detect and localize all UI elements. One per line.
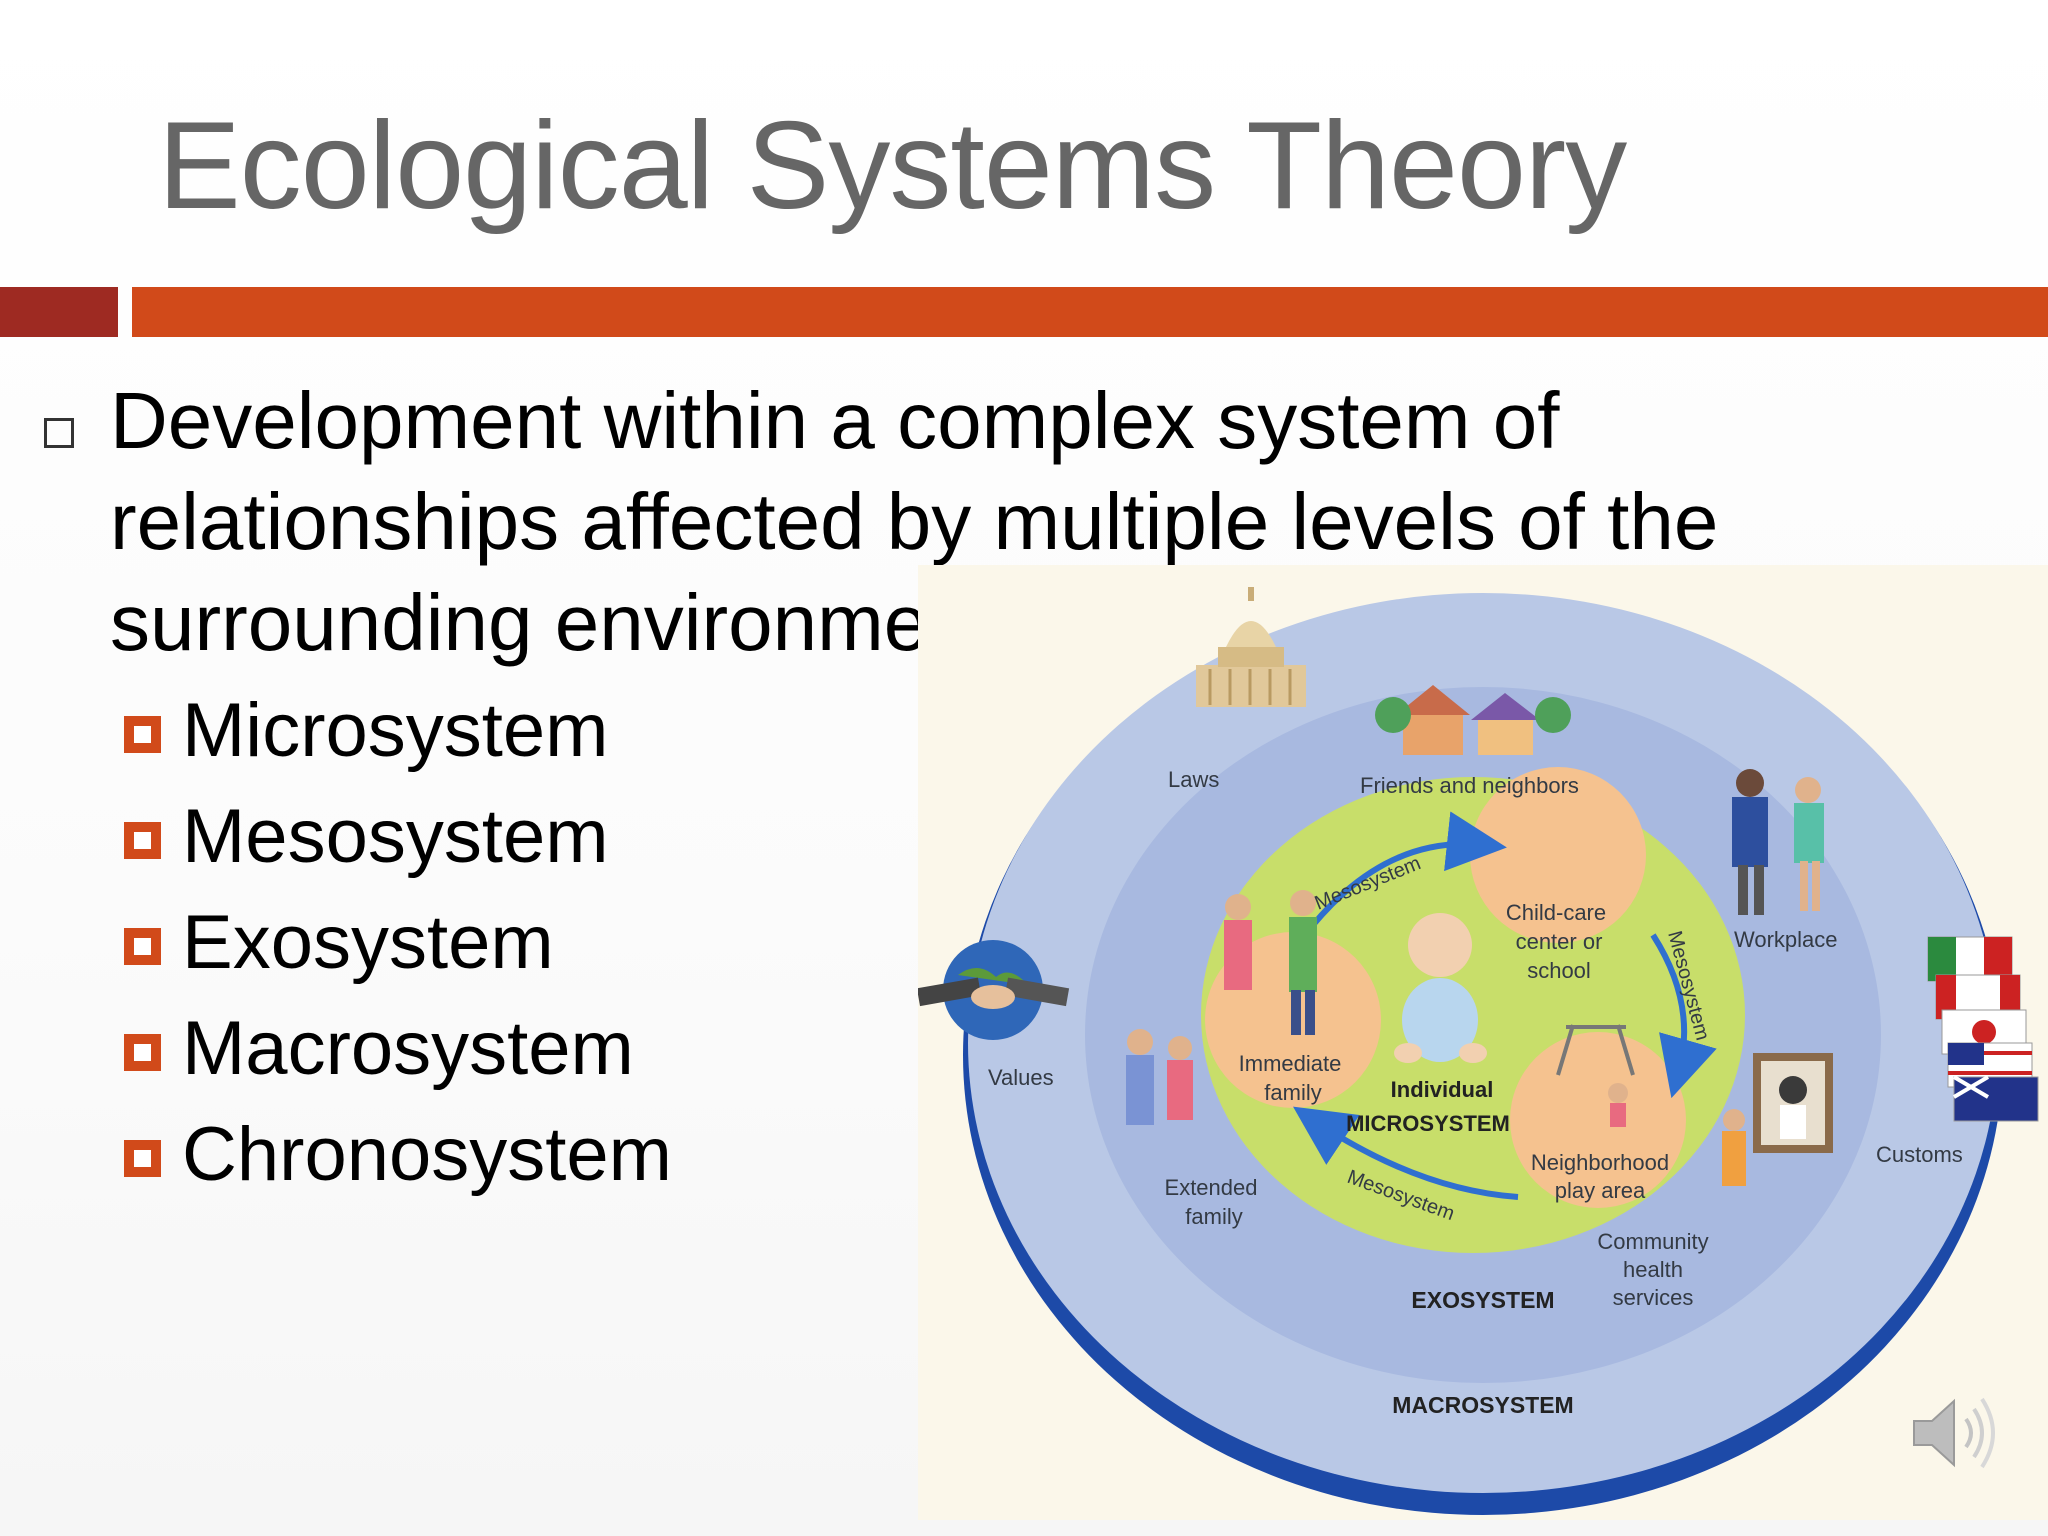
sub-bullet-label: Macrosystem (182, 1006, 634, 1091)
extended-family-people-icon (1126, 1029, 1193, 1125)
title-accent-bar (132, 287, 2048, 337)
child-care-label-line-3: school (1527, 958, 1591, 983)
workplace-people-icon (1732, 769, 1824, 915)
community-health-label-line-2: health (1623, 1257, 1683, 1282)
child-care-label-line-2: center or (1516, 929, 1603, 954)
individual-label: Individual (1391, 1077, 1494, 1102)
sub-bullet-label: Chronosystem (182, 1112, 672, 1197)
child-care-label-line-1: Child-care (1506, 900, 1606, 925)
bullet-square-icon (44, 418, 74, 448)
immediate-family-label-line-1: Immediate (1239, 1051, 1342, 1076)
sub-bullet-list: Microsystem Mesosystem Exosystem Macrosy… (124, 678, 672, 1208)
mesosystem-arrow-right (1650, 933, 1717, 1099)
mesosystem-arrow-top (1310, 811, 1507, 927)
playground-icon (1556, 1024, 1635, 1127)
title-accent-bar-dark (0, 287, 118, 337)
community-health-label-line-1: Community (1597, 1229, 1708, 1254)
laws-label: Laws (1168, 767, 1219, 792)
sub-bullet-exosystem: Exosystem (124, 890, 672, 996)
extended-family-label-line-1: Extended (1165, 1175, 1258, 1200)
immediate-family-people-icon (1224, 890, 1317, 1035)
slide-title: Ecological Systems Theory (158, 97, 1627, 235)
houses-neighbors-icon (1375, 685, 1571, 755)
flags-icon (1927, 936, 2039, 1122)
ecological-systems-diagram: Laws Friends and neighbors Workplace Val… (918, 565, 2048, 1520)
customs-label: Customs (1876, 1142, 1963, 1167)
community-health-picture-icon (1722, 1053, 1833, 1186)
diagram-svg: Laws Friends and neighbors Workplace Val… (918, 587, 2039, 1515)
handshake-globe-icon (918, 940, 1070, 1040)
sub-bullet-label: Mesosystem (182, 794, 609, 879)
bullet-square-icon (124, 822, 161, 859)
bullet-square-icon (124, 928, 161, 965)
main-bullet-text: Development within a complex system of r… (110, 376, 1719, 667)
neighborhood-circle (1510, 1032, 1686, 1208)
immediate-family-label-line-2: family (1264, 1080, 1321, 1105)
bullet-square-icon (124, 1140, 161, 1177)
bullet-square-icon (124, 1034, 161, 1071)
friends-neighbors-label: Friends and neighbors (1360, 773, 1579, 798)
neighborhood-label-line-1: Neighborhood (1531, 1150, 1669, 1175)
exosystem-label: EXOSYSTEM (1411, 1287, 1554, 1313)
child-care-circle (1470, 767, 1646, 943)
sub-bullet-label: Microsystem (182, 688, 609, 773)
bullet-square-icon (124, 716, 161, 753)
microsystem-label: MICROSYSTEM (1346, 1111, 1510, 1136)
sub-bullet-chronosystem: Chronosystem (124, 1102, 672, 1208)
individual-child-icon (1394, 913, 1487, 1063)
neighborhood-label-line-2: play area (1555, 1178, 1646, 1203)
macrosystem-label: MACROSYSTEM (1392, 1392, 1573, 1418)
workplace-label: Workplace (1734, 927, 1838, 952)
mesosystem-arrow-bottom (1293, 1106, 1519, 1200)
sub-bullet-mesosystem: Mesosystem (124, 784, 672, 890)
capitol-building-icon (1196, 587, 1306, 707)
extended-family-label-line-2: family (1185, 1204, 1242, 1229)
community-health-label-line-3: services (1613, 1285, 1694, 1310)
sub-bullet-macrosystem: Macrosystem (124, 996, 672, 1102)
values-label: Values (988, 1065, 1054, 1090)
sub-bullet-microsystem: Microsystem (124, 678, 672, 784)
sub-bullet-label: Exosystem (182, 900, 554, 985)
speaker-icon[interactable] (1908, 1385, 2004, 1481)
